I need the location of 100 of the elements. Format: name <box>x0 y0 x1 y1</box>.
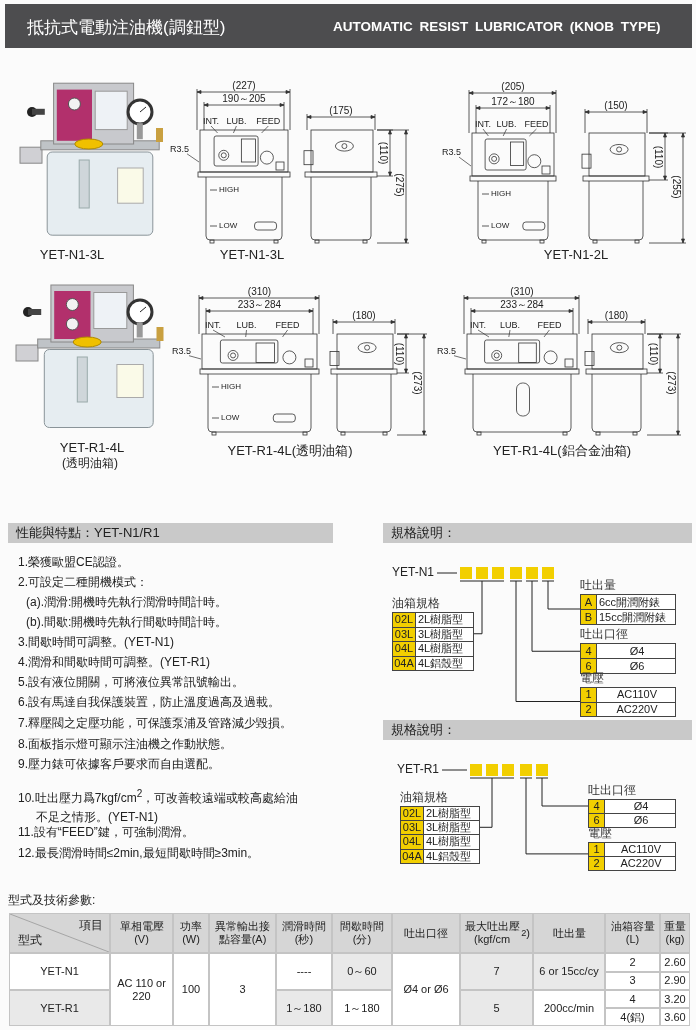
caption: YET-N1-3L <box>219 247 285 262</box>
option-heading: 吐出量 <box>580 578 617 594</box>
connector-line <box>509 580 581 702</box>
callout-label: INT. <box>203 116 219 126</box>
option-cell-text: AC110V <box>619 843 663 856</box>
feature-text: 7.釋壓閥之定壓功能，可保護泵浦及管路減少毀損。 <box>18 715 292 731</box>
option-cell-text: AC220V <box>619 857 663 870</box>
callout-label: INT. <box>475 119 491 129</box>
caption: YET-R1-4L(透明油箱) <box>227 442 353 460</box>
leader-line <box>186 153 200 163</box>
callout-label: LUB. <box>226 116 247 126</box>
dimension-label: (110) <box>653 145 664 168</box>
feature-text: 2.可設定二種開機模式： <box>18 574 148 590</box>
table-cell: 1～180 <box>332 990 392 1026</box>
dimension-label: (273) <box>412 371 423 395</box>
leader-line <box>212 329 226 338</box>
connector-line <box>459 580 505 635</box>
level-label: LOW <box>221 413 240 422</box>
callout-label: R3.5 <box>442 147 461 158</box>
code-square <box>486 764 498 776</box>
feature-text: (b).間歇:開機時先執行間歇時間計時。 <box>26 614 228 630</box>
leader-line <box>502 128 507 137</box>
header-text: 項目 <box>79 917 103 934</box>
section-heading: 性能與特點：YET-N1/R1 <box>8 523 333 543</box>
header-text: 型式 <box>18 932 42 949</box>
code-square <box>476 567 488 579</box>
table-cell: 100 <box>173 953 209 1026</box>
code-square <box>470 764 482 776</box>
callout-label: R3.5 <box>170 143 189 154</box>
table-cell: 3.20 <box>660 990 690 1008</box>
leader-line <box>508 329 511 338</box>
feature-text: 4.潤滑和間歇時間可調整。(YET-R1) <box>18 654 210 670</box>
section-heading: 規格說明： <box>383 720 692 740</box>
option-cell-text: 2L樹脂型 <box>417 613 465 627</box>
table-cell: 4 <box>605 990 660 1008</box>
subtitle: AUTOMATIC RESIST LUBRICATOR (KNOB TYPE) <box>333 19 661 34</box>
table-cell: 0～60 <box>332 953 392 990</box>
leader-line <box>529 128 537 137</box>
front-view-drawing <box>464 333 580 436</box>
feature-text: 3.間歇時間可調整。(YET-N1) <box>18 634 174 650</box>
section-title: 型式及技術參數: <box>8 892 96 909</box>
table-cell: AC 110 or 220 <box>110 953 173 1026</box>
code-cell: 04L <box>393 642 416 656</box>
code-cell: 1 <box>589 843 605 856</box>
callout-label: FEED <box>275 320 300 330</box>
dimension-label: (310) <box>247 286 272 297</box>
feature-text: 1.榮獲歐盟CE認證。 <box>18 554 129 570</box>
table-cell: 3.60 <box>660 1008 690 1026</box>
feature-text: 8.面板指示燈可顯示注油機之作動狀態。 <box>18 736 232 752</box>
code-cell: 04L <box>401 835 424 849</box>
connector-line <box>525 580 581 652</box>
feature-text: 11.設有“FEED”鍵，可強制潤滑。 <box>18 824 194 840</box>
callout-label: LUB. <box>236 320 257 330</box>
dimension-label: (150) <box>604 100 628 111</box>
option-cell-text: 3L樹脂型 <box>425 821 473 835</box>
dimension-label: (227) <box>232 80 256 91</box>
callout-label: LUB. <box>500 320 520 330</box>
dimension-label: 190～205 <box>222 93 266 104</box>
table-cell: 1～180 <box>276 990 332 1026</box>
table-cell: 200cc/min <box>533 990 605 1026</box>
table-cell: Ø4 or Ø6 <box>392 953 460 1026</box>
caption: (透明油箱) <box>62 455 118 472</box>
dimension-label: 172～180 <box>491 96 535 107</box>
leader-line <box>188 355 202 360</box>
code-square <box>510 567 522 579</box>
connector-line <box>541 580 581 610</box>
option-cell-text: 3L樹脂型 <box>417 627 465 641</box>
dimension-label: (180) <box>604 310 629 321</box>
dimension-label: (180) <box>352 310 376 321</box>
feature-text: 9.壓力錶可依據客戶要求而自由選配。 <box>18 756 220 772</box>
code-cell: B <box>581 610 597 624</box>
dimension-label: 233～284 <box>237 299 282 310</box>
level-label: HIGH <box>221 382 241 391</box>
option-heading: 吐出口徑 <box>580 627 629 643</box>
connector-line <box>441 769 468 771</box>
option-cell-text: Ø6 <box>628 659 646 673</box>
code-cell: 4 <box>589 800 605 813</box>
feature-text: 10.吐出壓力爲7kgf/cm$^{2}$，可改善較遠端或較高處給油不足之情形。(YET-N1) <box>18 787 300 826</box>
header-cell: 單相電壓(V) <box>110 913 173 953</box>
connector-line <box>469 777 515 828</box>
header-cell: 潤滑時間(秒) <box>276 913 332 953</box>
callout-label: LUB. <box>496 119 517 129</box>
code-square <box>542 567 554 579</box>
header-cell: 異常輸出接點容量(A) <box>209 913 276 953</box>
dimension-label: (110) <box>378 141 389 165</box>
level-label: HIGH <box>491 189 511 198</box>
leader-line <box>210 125 218 134</box>
caption: YET-N1-3L <box>39 247 105 262</box>
level-label: LOW <box>219 221 238 230</box>
option-cell-text: 6cc開潤附錶 <box>598 595 662 609</box>
header-cell: 吐出量 <box>533 913 605 953</box>
option-heading: 油箱規格 <box>400 790 449 806</box>
connector-line <box>519 777 589 855</box>
table-cell: 2 <box>605 953 660 972</box>
option-cell-text: 4L樹脂型 <box>425 835 473 849</box>
dimension-label: (110) <box>394 342 405 365</box>
table-cell: 3 <box>209 953 276 1026</box>
leader-line <box>458 156 472 167</box>
callout-label: INT. <box>470 320 486 330</box>
dimension-label: (273) <box>666 371 677 395</box>
